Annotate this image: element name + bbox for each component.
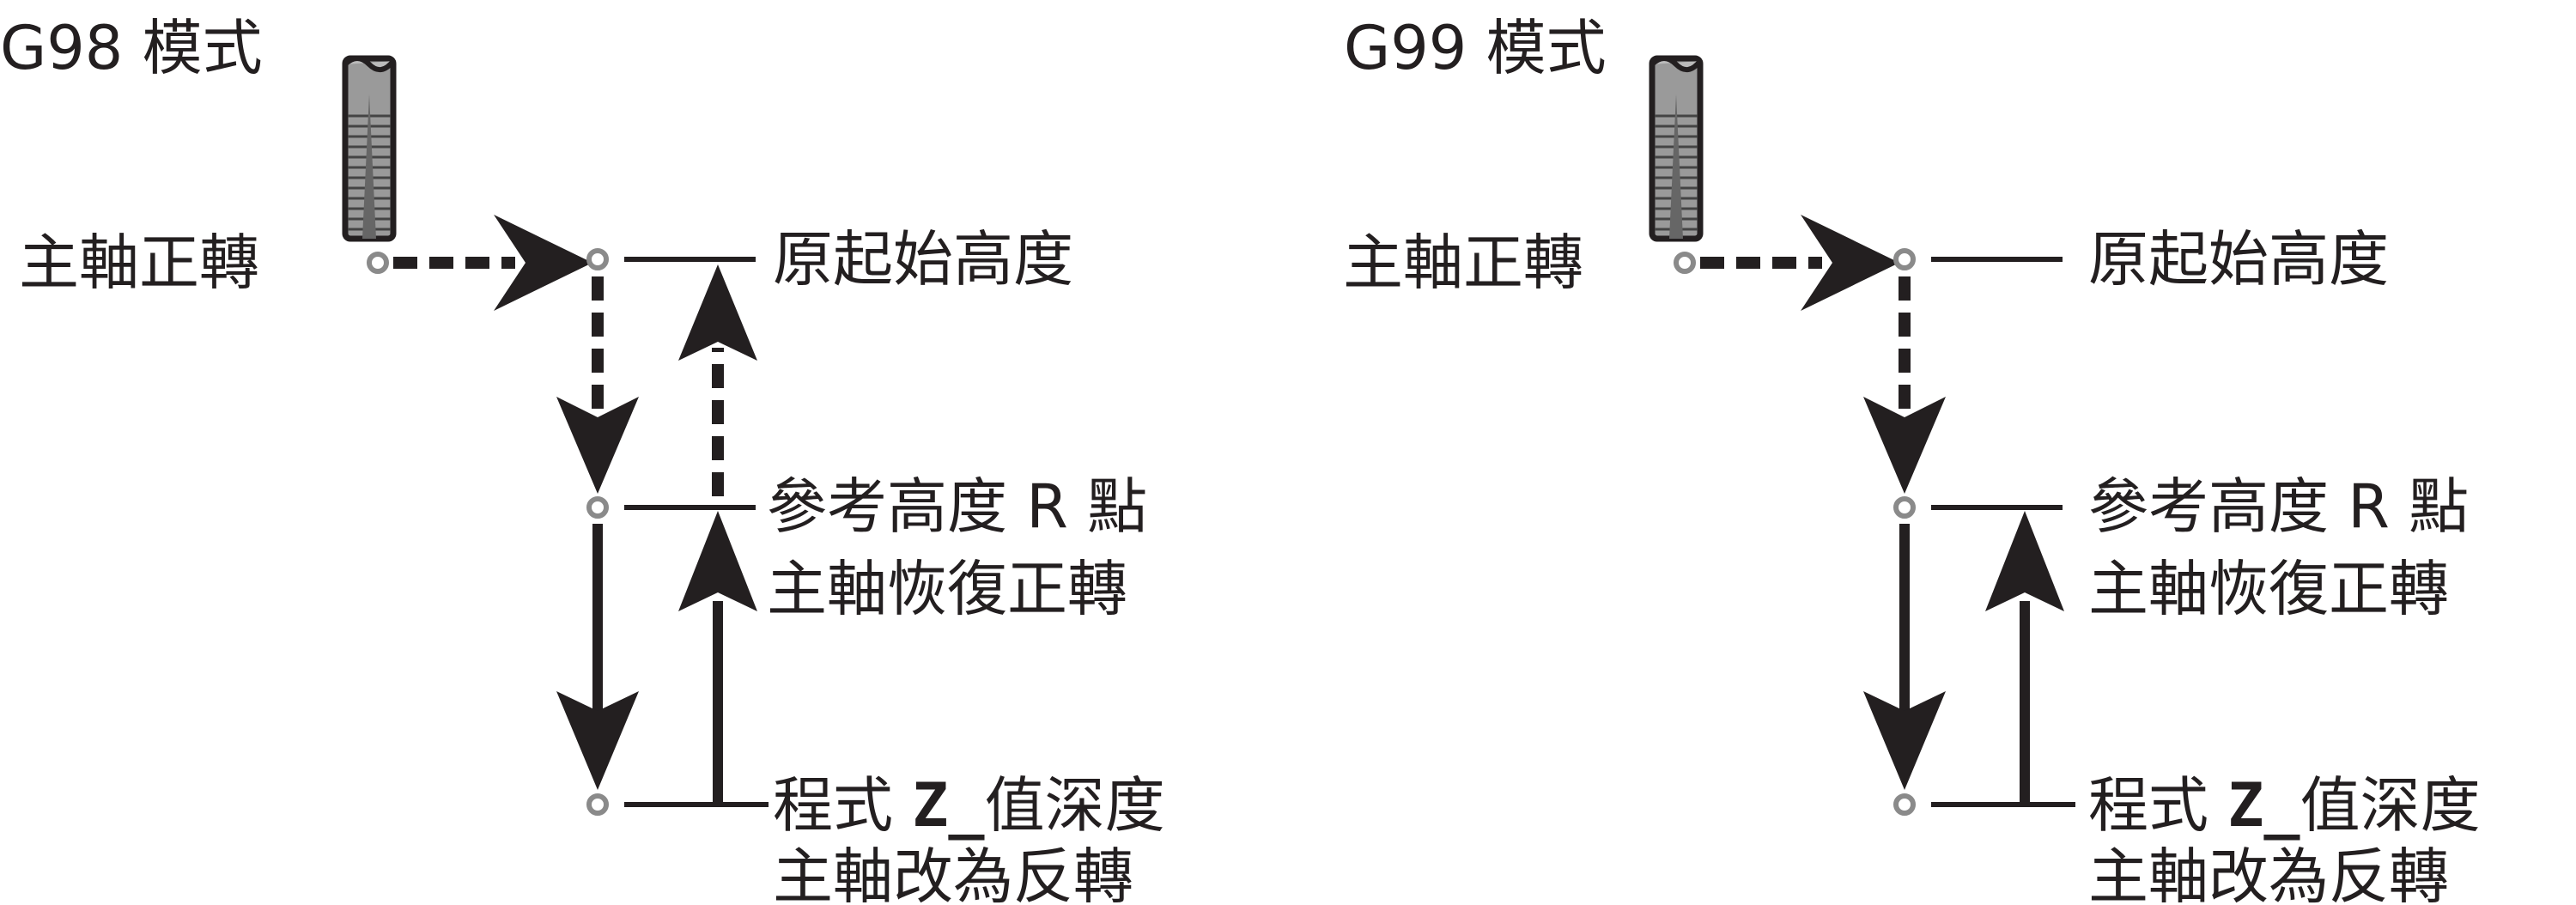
start-label: 主軸正轉 <box>19 228 259 298</box>
arrow-down-icon <box>1863 397 1946 494</box>
z-level-label: 程式 Z_值深度 <box>773 770 1165 841</box>
start-point <box>367 252 389 274</box>
tap-tool-icon <box>1652 58 1700 239</box>
start-label: 主軸正轉 <box>1343 228 1583 298</box>
arrow-down-icon <box>556 397 639 494</box>
arrow-right-icon <box>494 215 592 311</box>
panel-title: G98 模式 <box>0 13 263 83</box>
panel-g98: G98 模式 主軸正轉 原起始高度 參考高度 R 點 主軸恢復正轉 程式 Z_值… <box>0 13 1165 905</box>
z-level-label: 程式 Z_值深度 <box>2088 770 2481 841</box>
arrow-up-icon <box>1985 511 2064 611</box>
z-level-note: 主軸改為反轉 <box>2088 841 2449 905</box>
initial-point <box>1893 248 1916 270</box>
arrow-up-icon <box>678 511 757 611</box>
initial-level-label: 原起始高度 <box>2088 224 2389 295</box>
r-level-note: 主軸恢復正轉 <box>767 554 1127 624</box>
arrow-up-icon <box>678 264 757 361</box>
tap-tool-icon <box>345 58 393 239</box>
z-point <box>586 793 609 816</box>
r-point <box>1893 496 1916 519</box>
r-level-note: 主軸恢復正轉 <box>2088 554 2449 624</box>
r-level-label: 參考高度 R 點 <box>767 471 1147 542</box>
arrow-down-icon <box>556 691 639 790</box>
z-point <box>1893 793 1916 816</box>
z-level-note: 主軸改為反轉 <box>773 841 1133 905</box>
initial-level-label: 原起始高度 <box>773 224 1073 295</box>
panel-title: G99 模式 <box>1344 13 1607 83</box>
r-level-label: 參考高度 R 點 <box>2088 471 2469 542</box>
initial-point <box>586 248 609 270</box>
start-point <box>1674 252 1696 274</box>
arrow-right-icon <box>1801 215 1899 311</box>
r-point <box>586 496 609 519</box>
arrow-down-icon <box>1863 691 1946 790</box>
panel-g99: G99 模式 主軸正轉 原起始高度 參考高度 R 點 主軸恢復正轉 程式 Z_值… <box>1343 13 2481 905</box>
